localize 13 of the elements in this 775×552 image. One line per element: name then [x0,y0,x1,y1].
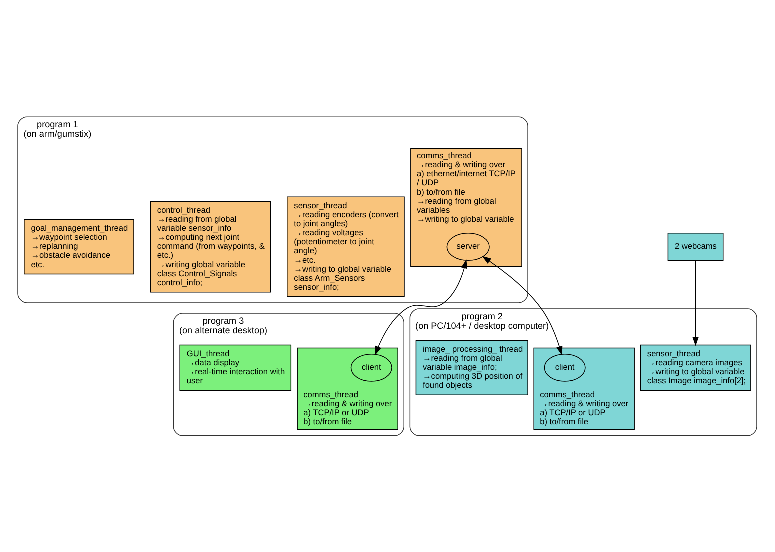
node-box: sensor_thread →reading encoders (convert to joint angles) →reading voltages (potentiometer to joint angle) →etc. →writing to global variable class Arm_Sensors sensor_info; [287,196,405,297]
node-ellipse: client [350,353,392,382]
node-box: sensor_thread →reading camera images →writing to global variable class Image image_info[2]; [640,344,752,390]
arrow [482,256,563,356]
node-ellipse: client [544,353,586,382]
node-box: image_ processing_ thread →reading from global variable image_info; →computing 3D position of found objects [416,340,528,395]
node-box: goal_management_thread →waypoint selection →replanning →obstacle avoidance etc. [24,218,134,274]
arrow [375,259,468,356]
node-box: GUI_thread →data display →real-time interaction with user [180,344,292,390]
node-box: 2 webcams [668,232,724,260]
node-ellipse: server [446,232,490,260]
node-box: control_thread →reading from global variable sensor_info →computing next joint command (from waypoints, & etc.) →writing global variable class Control_Signals control_info; [150,200,272,292]
arrow [692,260,699,346]
